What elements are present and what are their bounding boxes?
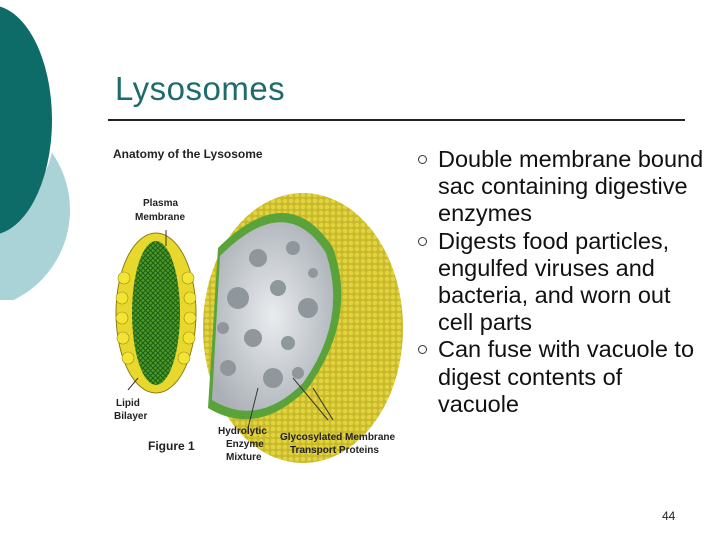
slide-title: Lysosomes	[115, 70, 286, 107]
figure-heading: Anatomy of the Lysosome	[113, 147, 263, 161]
glycosylated-proteins-label: Glycosylated Membrane Transport Proteins	[280, 432, 398, 456]
bullet-circle-icon	[418, 236, 427, 246]
bullet-text: Can fuse with vacuole to digest contents…	[438, 336, 695, 417]
lysosome-figure: Anatomy of the Lysosome	[108, 138, 408, 478]
title-divider	[108, 119, 685, 121]
page-number: 44	[662, 509, 676, 523]
lipid-heads	[115, 271, 197, 365]
bullet-text: Digests food particles, engulfed viruses…	[438, 227, 671, 336]
bullet-circle-icon	[418, 155, 427, 164]
plasma-membrane-label: Plasma Membrane	[135, 198, 185, 223]
corner-decoration	[0, 0, 120, 300]
lysosome-interior	[212, 222, 334, 411]
hydrolytic-enzyme-label: Hydrolytic Enzyme Mixture	[218, 426, 270, 463]
bullet-item: Double membrane bound sac containing dig…	[418, 146, 708, 228]
bullet-circle-icon	[418, 345, 427, 355]
dark-teal-circle	[0, 6, 52, 234]
lipid-bilayer-label: Lipid Bilayer	[114, 398, 147, 422]
label-pointers	[127, 230, 334, 429]
bullet-list: Double membrane bound sac containing dig…	[418, 146, 708, 418]
bullet-item: Can fuse with vacuole to digest contents…	[418, 336, 708, 418]
figure-number-label: Figure 1	[148, 439, 195, 453]
bullet-text: Double membrane bound sac containing dig…	[438, 146, 704, 227]
lipid-bilayer-core	[132, 241, 180, 385]
bullet-item: Digests food particles, engulfed viruses…	[418, 228, 708, 337]
enzyme-particles	[217, 241, 318, 388]
